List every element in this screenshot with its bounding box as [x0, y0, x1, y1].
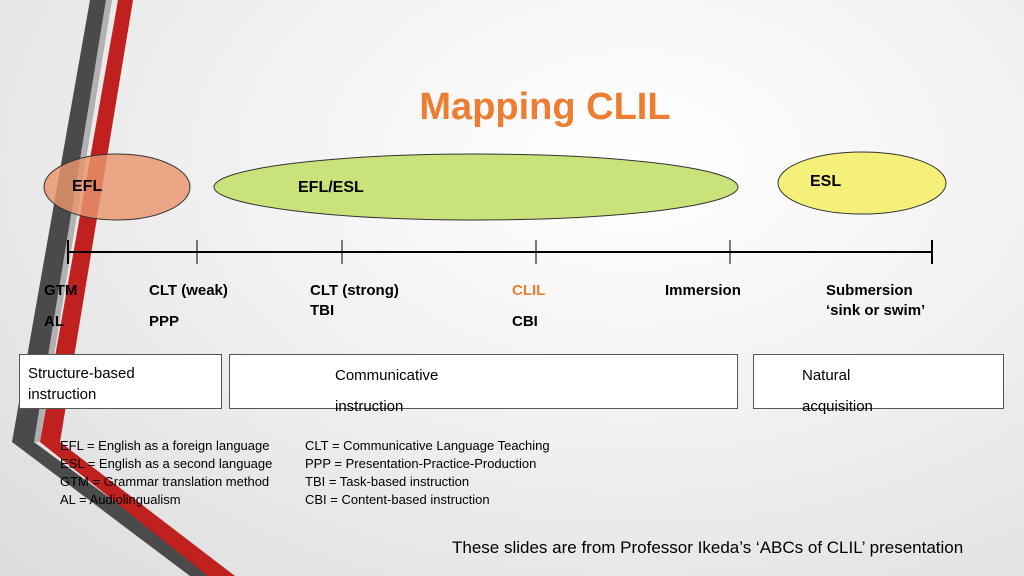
legend-item: CBI = Content-based instruction: [305, 492, 490, 507]
legend-item: TBI = Task-based instruction: [305, 474, 470, 489]
cbi-label: CBI: [512, 313, 538, 330]
ppp-label: PPP: [149, 313, 180, 330]
structure-based-box: Structure-based instruction: [19, 354, 222, 409]
efl-label: EFL: [72, 178, 103, 195]
natural-box-line2: acquisition: [802, 398, 873, 415]
al-label: AL: [44, 313, 64, 330]
tbi-label: TBI: [310, 302, 335, 319]
immersion-label: Immersion: [665, 282, 741, 299]
efl-esl-label: EFL/ESL: [298, 179, 364, 196]
legend-item: PPP = Presentation-Practice-Production: [305, 456, 537, 471]
clt-strong-label: CLT (strong): [310, 282, 399, 299]
esl-label: ESL: [810, 173, 842, 190]
clt-weak-label: CLT (weak): [149, 282, 228, 299]
slide-title: Mapping CLIL: [419, 86, 671, 128]
sink-or-swim-label: ‘sink or swim’: [826, 302, 926, 319]
credit-text: These slides are from Professor Ikeda’s …: [452, 538, 964, 557]
legend-left: EFL = English as a foreign language ESL …: [60, 437, 272, 509]
legend-item: CLT = Communicative Language Teaching: [305, 438, 550, 453]
natural-acquisition-box: Natural acquisition: [753, 354, 1004, 415]
gtm-label: GTM: [44, 282, 78, 299]
natural-box-line1: Natural: [802, 367, 851, 384]
efl-esl-oval: [213, 153, 739, 221]
esl-oval: [777, 151, 947, 215]
structure-box-line2: instruction: [28, 386, 97, 403]
communicative-box-line2: instruction: [335, 398, 404, 415]
efl-oval: [43, 153, 191, 221]
legend-right: CLT = Communicative Language Teaching PP…: [305, 437, 550, 509]
red-stripe: [40, 0, 235, 576]
gray-stripe-shadow: [34, 0, 112, 442]
legend-item: AL = Audiolingualism: [60, 492, 181, 507]
communicative-box-line1: Communicative: [335, 367, 439, 384]
communicative-box: Communicative instruction: [229, 354, 738, 415]
submersion-label: Submersion: [826, 282, 913, 299]
clil-label: CLIL: [512, 282, 546, 299]
legend-item: GTM = Grammar translation method: [60, 474, 270, 489]
legend-item: EFL = English as a foreign language: [60, 438, 270, 453]
legend-item: ESL = English as a second language: [60, 456, 273, 471]
gray-stripe: [12, 0, 215, 576]
structure-box-line1: Structure-based: [28, 365, 135, 382]
